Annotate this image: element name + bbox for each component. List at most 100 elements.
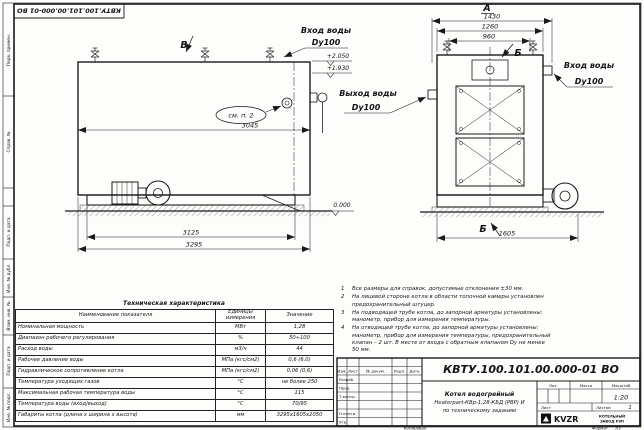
- tb-doc-number: КВТУ.100.101.00.000-01 ВО: [443, 363, 619, 376]
- note-number: 4: [341, 325, 345, 332]
- company-name-line1: КОТЕЛЬНЫЙ: [599, 413, 625, 418]
- view-marker-v: В: [180, 40, 187, 51]
- front-inlet-dy-label: Dy100: [575, 77, 604, 86]
- note-number: 3: [341, 309, 345, 316]
- left-column-stamps: Перв. примен. Справ. № Подп. и дата Инв.…: [6, 34, 12, 422]
- stamp-vzam-inv: Взам. инв. №: [6, 301, 12, 331]
- blower-fan: [551, 182, 579, 210]
- stamp-perv-primen: Перв. примен.: [6, 34, 12, 66]
- stamp-podp-data-2: Подп. и дата: [6, 346, 12, 376]
- dim-1260: 1260: [482, 23, 499, 31]
- tech-row: Максимальная рабочая температура воды °С…: [15, 388, 334, 400]
- front-valve-left: [442, 40, 452, 56]
- note-item: 1 Все размеры для справок, допустимые от…: [341, 286, 553, 293]
- dim-frame-length: 3125: [183, 229, 200, 237]
- company-logo: KVZR КОТЕЛЬНЫЙ ЗАВОД РЭП: [541, 413, 625, 424]
- dim-1605: 1605: [499, 230, 516, 238]
- top-valve-1: [90, 47, 100, 63]
- tb-row-prov: Пров.: [339, 385, 350, 390]
- front-outlet-label: Выход воды: [339, 89, 397, 98]
- lower-door: [455, 137, 525, 187]
- tech-row: Габариты котла (длина х ширина х высота)…: [15, 410, 334, 422]
- note-number: 1: [341, 286, 345, 292]
- tech-row: Температура уходящих газов °С не более 2…: [15, 377, 334, 389]
- section-marker-b-top: Б: [514, 48, 521, 59]
- tb-row-tkontr: Т.контр.: [338, 394, 356, 399]
- inlet-valve: [265, 47, 275, 63]
- safety-nozzle: [281, 97, 293, 109]
- dim-overall-length: 3295: [186, 241, 203, 249]
- tech-row: Диапазон рабочего регулирования % 50÷100: [15, 333, 334, 345]
- note-item: 3 На подводящей трубе котла, до запорной…: [341, 310, 553, 325]
- notes-list: 1 Все размеры для справок, допустимые от…: [341, 286, 553, 356]
- stamp-inv-podl: Инв. № подл.: [6, 392, 12, 422]
- upper-door: [455, 85, 525, 135]
- front-inlet-label: Вход воды: [564, 61, 615, 70]
- logo-text: KVZR: [554, 415, 578, 424]
- burner-motor: [111, 181, 139, 205]
- tech-characteristics: Техническая характеристика Наименование …: [15, 300, 334, 422]
- note-text: На отводящей трубе котла, до запорной ар…: [352, 325, 551, 354]
- tech-header-name: Наименование показателя: [15, 309, 216, 323]
- dim-body-length: 3045: [242, 122, 259, 130]
- tech-table: Наименование показателя Единицы измерени…: [15, 309, 334, 422]
- tech-header-value: Значение: [265, 309, 334, 323]
- view-marker-a: А: [482, 3, 490, 14]
- tb-col-data: Дата: [409, 368, 420, 373]
- tb-lit-label: Лит.: [549, 383, 558, 388]
- tech-header-units: Единицы измерения: [215, 309, 266, 323]
- outlet-nozzle: [427, 89, 438, 100]
- inlet-nozzle: [542, 65, 553, 76]
- tb-row-utv: Утв.: [339, 419, 347, 424]
- front-outlet-dy-label: Dy100: [352, 103, 381, 112]
- tb-masshtab-label: Масштаб: [612, 383, 631, 388]
- elev-top: +2.050: [327, 53, 349, 60]
- tech-table-title: Техническая характеристика: [123, 300, 225, 307]
- tb-row-nkontr: Н.контр.: [339, 411, 356, 416]
- dim-1430: 1430: [484, 13, 501, 21]
- note-text: На лицевой стороне котла в области топоч…: [352, 294, 544, 308]
- note-item: 4 На отводящей трубе котла, до запорной …: [341, 325, 553, 354]
- tech-header-row: Наименование показателя Единицы измерени…: [15, 309, 334, 323]
- company-name-line2: ЗАВОД РЭП: [600, 420, 624, 424]
- tech-row: Номинальная мощность МВт 1,28: [15, 322, 334, 334]
- tb-name-line3: по техническому заданию: [443, 408, 517, 414]
- kopiroval-label: Копировал: [404, 425, 427, 430]
- burner-fan: [145, 180, 171, 206]
- corner-stamp-doc-number: КВТУ.100.101.00.000-01 ВО: [17, 7, 121, 15]
- elev-mid: +1.930: [327, 65, 349, 72]
- tb-list-label: Лист: [541, 405, 552, 410]
- tb-col-izm: Изм.: [337, 368, 346, 373]
- tech-row: Рабочее давление воды МПа (кгс/см2) 0,6 …: [15, 355, 334, 367]
- note-number: 2: [341, 294, 345, 301]
- tech-row: Температура воды (вход/выход) °С 70/95: [15, 399, 334, 411]
- tb-col-doc: № докум.: [366, 368, 385, 373]
- tb-scale-value: 1:20: [614, 394, 629, 402]
- boiler-body-side: [77, 61, 311, 196]
- see-note-2-callout: см. п. 2: [228, 112, 253, 120]
- side-inlet-label: Вход воды: [301, 26, 352, 35]
- format-label: Формат: [592, 425, 609, 430]
- tb-row-razrab: Разраб.: [339, 377, 354, 382]
- tech-row: Гидравлическое сопротивление котла МПа (…: [15, 366, 334, 378]
- stamp-inv-dubl: Инв. № дубл.: [6, 263, 12, 292]
- tb-col-list: Лист: [348, 368, 359, 373]
- section-marker-b-bottom: Б: [479, 224, 486, 235]
- note-text: Все размеры для справок, допустимые откл…: [352, 286, 524, 292]
- tb-col-podp: Подп.: [394, 368, 406, 373]
- front-view: 1430 1260 960 1605 А Б Б Выход воды Dy10…: [339, 3, 615, 242]
- top-valve-2: [200, 47, 210, 63]
- tb-name-line2: Heaterpart-КВр-1,28-КБД (РВР) И: [434, 400, 524, 406]
- note-item: 2 На лицевой стороне котла в области топ…: [341, 294, 553, 309]
- tech-row: Расход воды м3/ч 44: [15, 344, 334, 356]
- title-block: Изм. Лист № докум. Подп. Дата Разраб. Пр…: [336, 357, 641, 427]
- tb-listov-label: Листов: [596, 405, 611, 410]
- side-view: 3045 3125 3295 +2.050 +1.930 0.000 Вход …: [65, 26, 354, 252]
- stamp-sprav-no: Справ. №: [6, 131, 12, 152]
- dim-960: 960: [483, 33, 495, 41]
- note-text: На подводящей трубе котла, до запорной а…: [352, 309, 543, 324]
- stamp-podp-data-1: Подп. и дата: [6, 217, 12, 247]
